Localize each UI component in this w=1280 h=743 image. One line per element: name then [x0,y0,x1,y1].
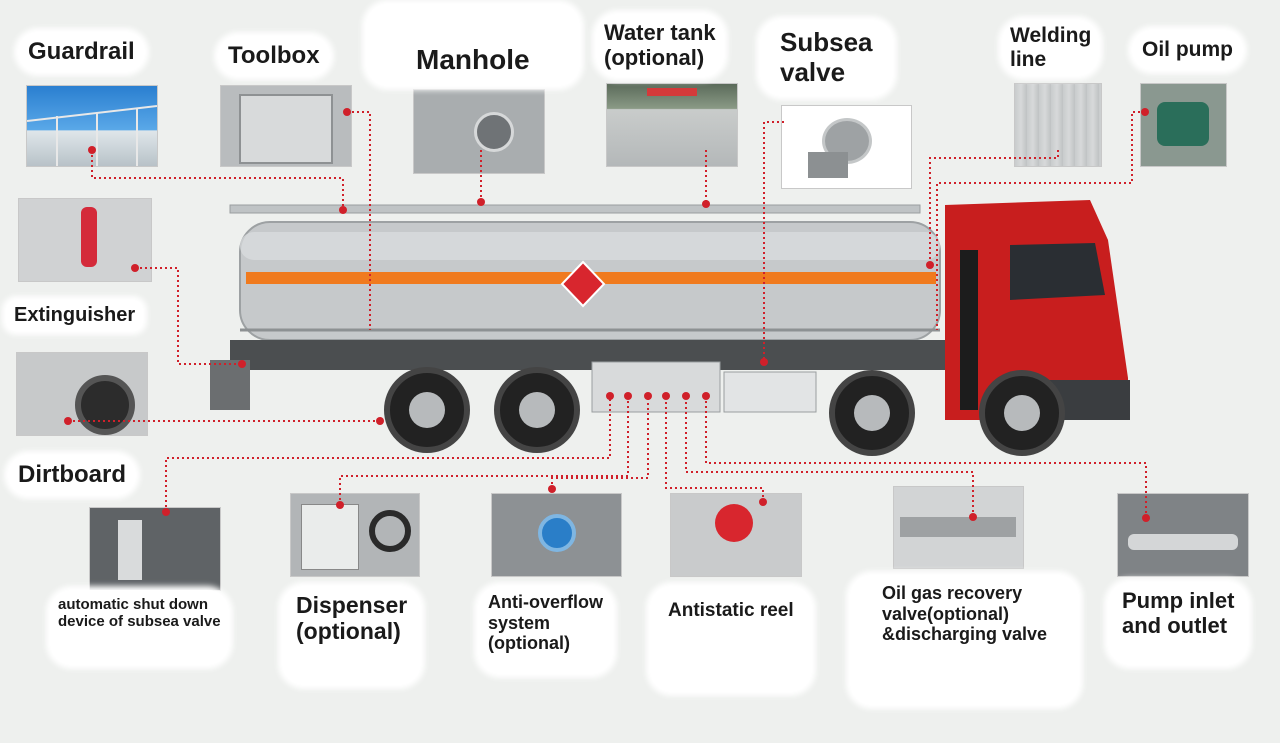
pump-inlet-line1: Pump inlet [1122,588,1235,613]
label-manhole: Manhole [366,4,580,87]
anti-overflow-line3: (optional) [488,633,570,654]
label-welding-line: Welding line [1002,20,1100,77]
auto-shutdown-photo [89,507,221,591]
auto-shutdown-line2: device of subsea valve [58,613,221,631]
label-pump-inlet: Pump inlet and outlet [1108,582,1249,665]
auto-shutdown-line1: automatic shut down [58,596,208,613]
truck-cab [945,200,1130,420]
oil-gas-recovery-line3: &discharging valve [882,624,1048,645]
subsea-valve-line2: valve [780,56,846,87]
oil-pump-photo [1140,83,1227,167]
dirtboard-photo [16,352,148,436]
anti-overflow-photo [491,493,622,577]
anti-overflow-line1: Anti-overflow [488,592,603,612]
oil-gas-recovery-line1: Oil gas recovery [882,583,1023,603]
welding-line-line1: Welding [1010,24,1092,47]
welding-line-photo [1014,83,1102,167]
label-oil-gas-recovery: Oil gas recovery valve(optional) &discha… [850,575,1080,706]
water-tank-line1: Water tank [604,20,716,45]
label-extinguisher: Extinguisher [6,300,144,331]
label-antistatic-reel: Antistatic reel [650,586,812,692]
label-toolbox: Toolbox [218,36,330,76]
pump-inlet-photo [1117,493,1249,577]
dispenser-photo [290,493,420,577]
subsea-valve-photo [781,105,912,189]
dispenser-line1: Dispenser [296,592,408,618]
dispenser-line2: (optional) [296,618,401,645]
pump-inlet-line2: and outlet [1122,613,1228,639]
toolbox-photo [220,85,352,167]
label-dispenser: Dispenser (optional) [282,586,422,685]
anti-overflow-line2: system [488,612,551,633]
welding-line-line2: line [1010,48,1047,72]
label-auto-shutdown: automatic shut down device of subsea val… [50,590,229,665]
label-guardrail: Guardrail [18,32,145,72]
label-anti-overflow: Anti-overflow system (optional) [478,586,613,675]
extinguisher-photo [18,198,152,282]
antistatic-reel-photo [670,493,802,577]
oil-gas-recovery-line2: valve(optional) [882,603,1010,624]
label-oil-pump: Oil pump [1132,30,1243,71]
hazard-diamond [560,260,606,308]
callout-dots [64,108,1150,522]
manhole-photo [413,89,545,174]
label-water-tank: Water tank (optional) [596,14,724,77]
subsea-valve-line1: Subsea [780,27,873,57]
label-dirtboard: Dirtboard [8,455,136,495]
water-tank-line2: (optional) [604,45,705,71]
label-subsea-valve: Subsea valve [760,20,893,96]
water-tank-photo [606,83,738,167]
callout-lines [68,111,1147,518]
oil-gas-recovery-photo [893,486,1024,569]
